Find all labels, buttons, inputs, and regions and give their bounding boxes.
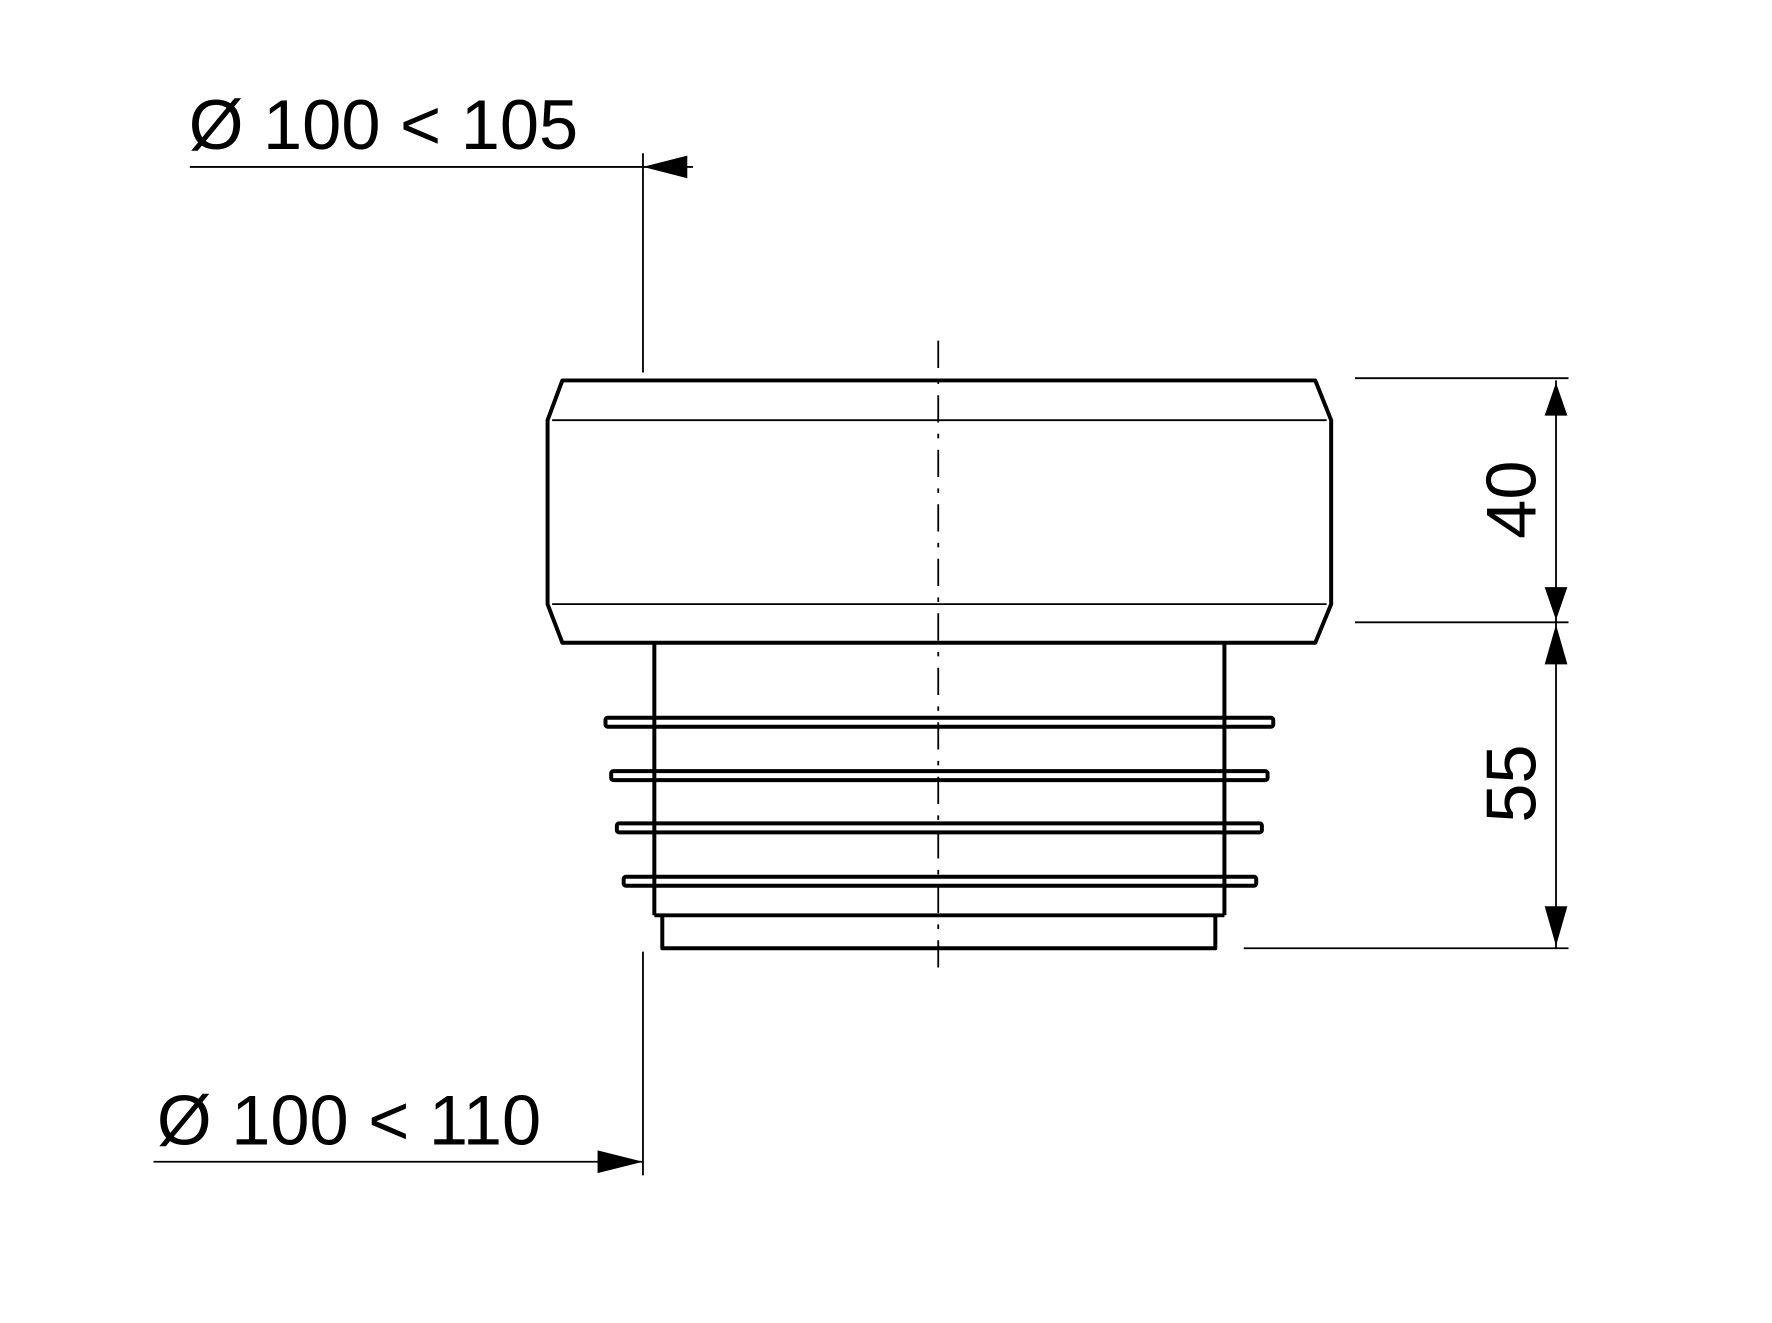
rib [621,874,1259,888]
upper-height-label: 40 [1472,461,1551,539]
top-diameter-dimension: Ø 100 < 105 [189,85,693,373]
arrow-up-icon [1544,382,1568,416]
lower-height-label: 55 [1472,744,1551,822]
top-diameter-label: Ø 100 < 105 [189,85,578,164]
rib [603,715,1276,729]
arrow-up-icon [1544,624,1568,665]
sealing-ribs [603,715,1276,888]
arrow-down-icon [1544,906,1568,946]
arrow-down-icon [1544,587,1568,621]
rib [609,769,1270,783]
rib [614,821,1264,835]
socket-body [545,378,1334,645]
height-dimensions: 40 55 [1243,377,1569,950]
arrow-left-icon [642,155,688,179]
spigot-body [652,642,1227,951]
bottom-diameter-label: Ø 100 < 110 [157,1081,541,1160]
arrow-right-icon [597,1150,643,1174]
bottom-diameter-dimension: Ø 100 < 110 [153,951,644,1176]
